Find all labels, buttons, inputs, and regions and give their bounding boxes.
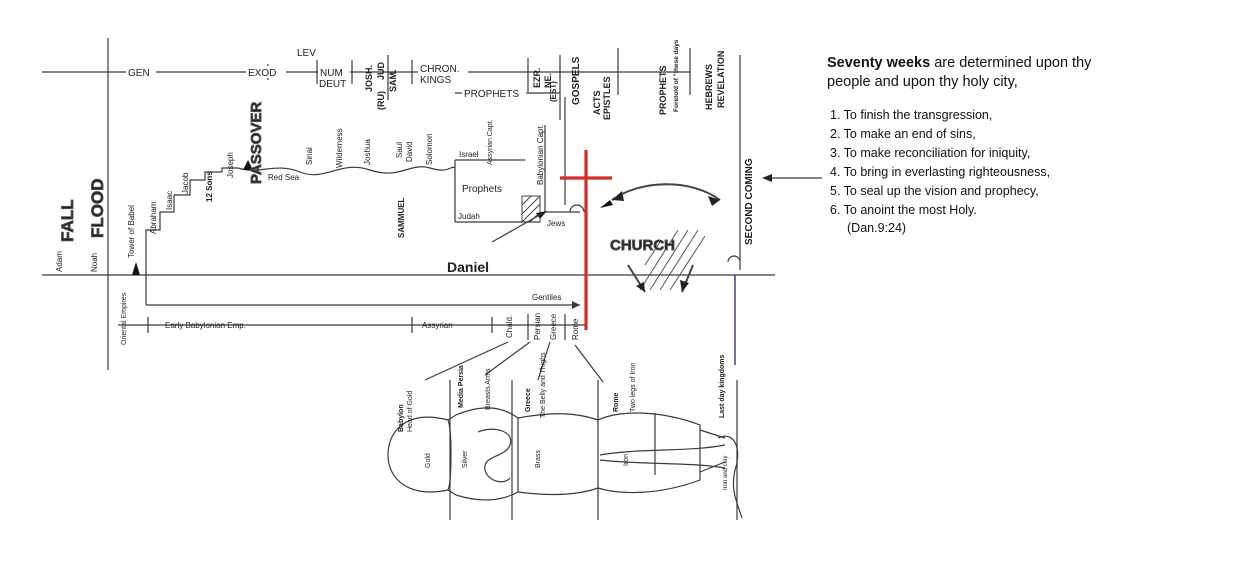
label-sam: SAM.	[388, 70, 398, 93]
label-ru: (RU)	[376, 91, 386, 110]
prophecy-item: 4. To bring in everlasting righteousness…	[830, 165, 1051, 179]
label-gentiles: Gentiles	[532, 293, 561, 302]
label-church: CHURCH	[610, 237, 675, 254]
label-foretold: Foretold of "these days	[673, 39, 680, 112]
label-rome-statue: Rome	[613, 392, 620, 412]
label-adam: Adam	[55, 251, 64, 272]
prophecy-line1: are determined upon thy	[934, 55, 1092, 71]
label-deut: DEUT	[319, 79, 346, 90]
label-lev: LEV	[297, 48, 316, 59]
label-belly-thighs: The Belly and Thighs	[540, 352, 547, 418]
prophecy-item: 6. To anoint the most Holy.	[830, 203, 977, 217]
label-daniel: Daniel	[447, 259, 489, 275]
label-revelation: REVELATION	[716, 51, 726, 108]
label-jacob: Jacob	[181, 172, 190, 194]
timeline-top-labels: GEN EXOD LEV NUM DEUT CHRON. KINGS PROPH…	[126, 48, 526, 100]
prophecy-reference: (Dan.9:24)	[847, 221, 907, 235]
label-joseph: Joseph	[226, 152, 235, 178]
label-saul: Saul	[395, 142, 404, 158]
label-two-legs: Two legs of Iron	[630, 362, 637, 412]
label-david: David	[405, 142, 414, 162]
label-isaac: Isaac	[165, 191, 174, 210]
label-assyrian-capt: Assyrian Capt.	[487, 119, 494, 165]
label-ezr: EZR.	[532, 67, 542, 88]
label-persian: Persian	[533, 313, 542, 340]
label-sinai: Sinai	[305, 147, 314, 165]
label-num: NUM	[320, 68, 343, 79]
label-prophets-upper: PROPHETS	[658, 65, 668, 115]
label-second-coming: SECOND COMING	[744, 158, 755, 245]
prophecy-item: 1. To finish the transgression,	[830, 108, 993, 122]
label-red-sea: Red Sea	[268, 173, 300, 182]
statue-labels: Babylon Head of Gold Media Persia Breast…	[398, 352, 729, 490]
prophecy-heading: Seventy weeks are determined upon thy pe…	[827, 54, 1227, 92]
prophecy-bold-lead: Seventy weeks	[827, 55, 931, 71]
daniel-statue-figure	[387, 380, 743, 520]
label-gospels: GOSPELS	[571, 56, 582, 105]
label-noah: Noah	[90, 253, 99, 272]
label-rome: Rome	[571, 318, 580, 340]
seventy-weeks-text: Seventy weeks are determined upon thy pe…	[827, 54, 1227, 237]
label-chron: CHRON.	[420, 64, 459, 75]
label-acts: ACTS	[592, 91, 602, 116]
label-head-of-gold: Head of Gold	[407, 391, 414, 432]
label-greece: Greece	[549, 313, 558, 340]
label-brass: Brass	[535, 450, 542, 468]
label-kings: KINGS	[420, 75, 451, 86]
label-media: Media Persia	[458, 365, 465, 408]
label-solomon: Solomon	[425, 133, 434, 165]
label-epistles: EPISTLES	[602, 76, 612, 120]
label-judah: Judah	[458, 212, 480, 221]
label-fall: FALL	[58, 200, 77, 243]
label-ne: NE.	[543, 73, 553, 88]
label-passover: PASSOVER	[248, 102, 265, 184]
label-gen: GEN	[128, 68, 150, 79]
label-jud: JUD	[376, 61, 386, 80]
label-babel: Tower of Babel	[127, 205, 136, 258]
label-oriental: Oriental Empires	[121, 292, 128, 345]
label-silver: Silver	[462, 450, 469, 468]
label-flood: FLOOD	[88, 179, 107, 239]
label-last-day: Last day kingdoms	[719, 354, 726, 418]
label-iron-clay: Iron and clay	[723, 456, 729, 490]
label-babylonian-capt: Babylonian Capt.	[536, 124, 545, 185]
label-chald: Chald.	[505, 315, 514, 338]
label-est: (EST)	[549, 81, 558, 102]
label-assyrian: Assyrian	[422, 321, 453, 330]
timeline-frame	[42, 38, 822, 370]
timeline-vertical-labels: JOSH. (RU) JUD SAM. EZR. NE. (EST) GOSPE…	[364, 39, 726, 120]
prophecy-line2: people and upon thy holy city,	[827, 74, 1018, 90]
event-labels: Adam FALL Noah FLOOD Tower of Babel Abra…	[55, 101, 755, 275]
label-greece-statue: Greece	[525, 388, 532, 412]
label-abraham: Abraham	[149, 201, 158, 234]
prophecy-item: 3. To make reconciliation for iniquity,	[830, 146, 1031, 160]
prophecy-item: 2. To make an end of sins,	[830, 127, 976, 141]
label-iron: Iron	[623, 454, 630, 466]
label-prophets-event: Prophets	[462, 184, 502, 195]
label-hebrews: HEBREWS	[704, 64, 714, 110]
label-josh: JOSH.	[364, 65, 374, 92]
statue-connectors	[424, 275, 736, 383]
empires-row: Oriental Empires Early Babylonian Emp. A…	[121, 292, 580, 345]
label-gold: Gold	[425, 453, 432, 468]
label-israel: Israel	[459, 150, 479, 159]
label-joshua: Joshua	[363, 139, 372, 165]
prophecy-item: 5. To seal up the vision and prophecy,	[830, 184, 1039, 198]
label-sons: 12 Sons	[205, 171, 214, 202]
prophecy-list: 1. To finish the transgression, 2. To ma…	[830, 106, 1227, 220]
label-wilderness: Wilderness	[335, 128, 344, 168]
label-jews: Jews	[547, 219, 565, 228]
label-early-babylonian: Early Babylonian Emp.	[165, 321, 246, 330]
label-prophets-lower: PROPHETS	[464, 89, 519, 100]
label-exod: EXOD	[248, 68, 276, 79]
red-cross-icon	[560, 150, 612, 330]
label-breasts-arms: Breasts Arms	[485, 368, 492, 410]
label-samuel: SAMMUEL	[397, 197, 406, 238]
label-babylon: Babylon	[398, 404, 405, 432]
